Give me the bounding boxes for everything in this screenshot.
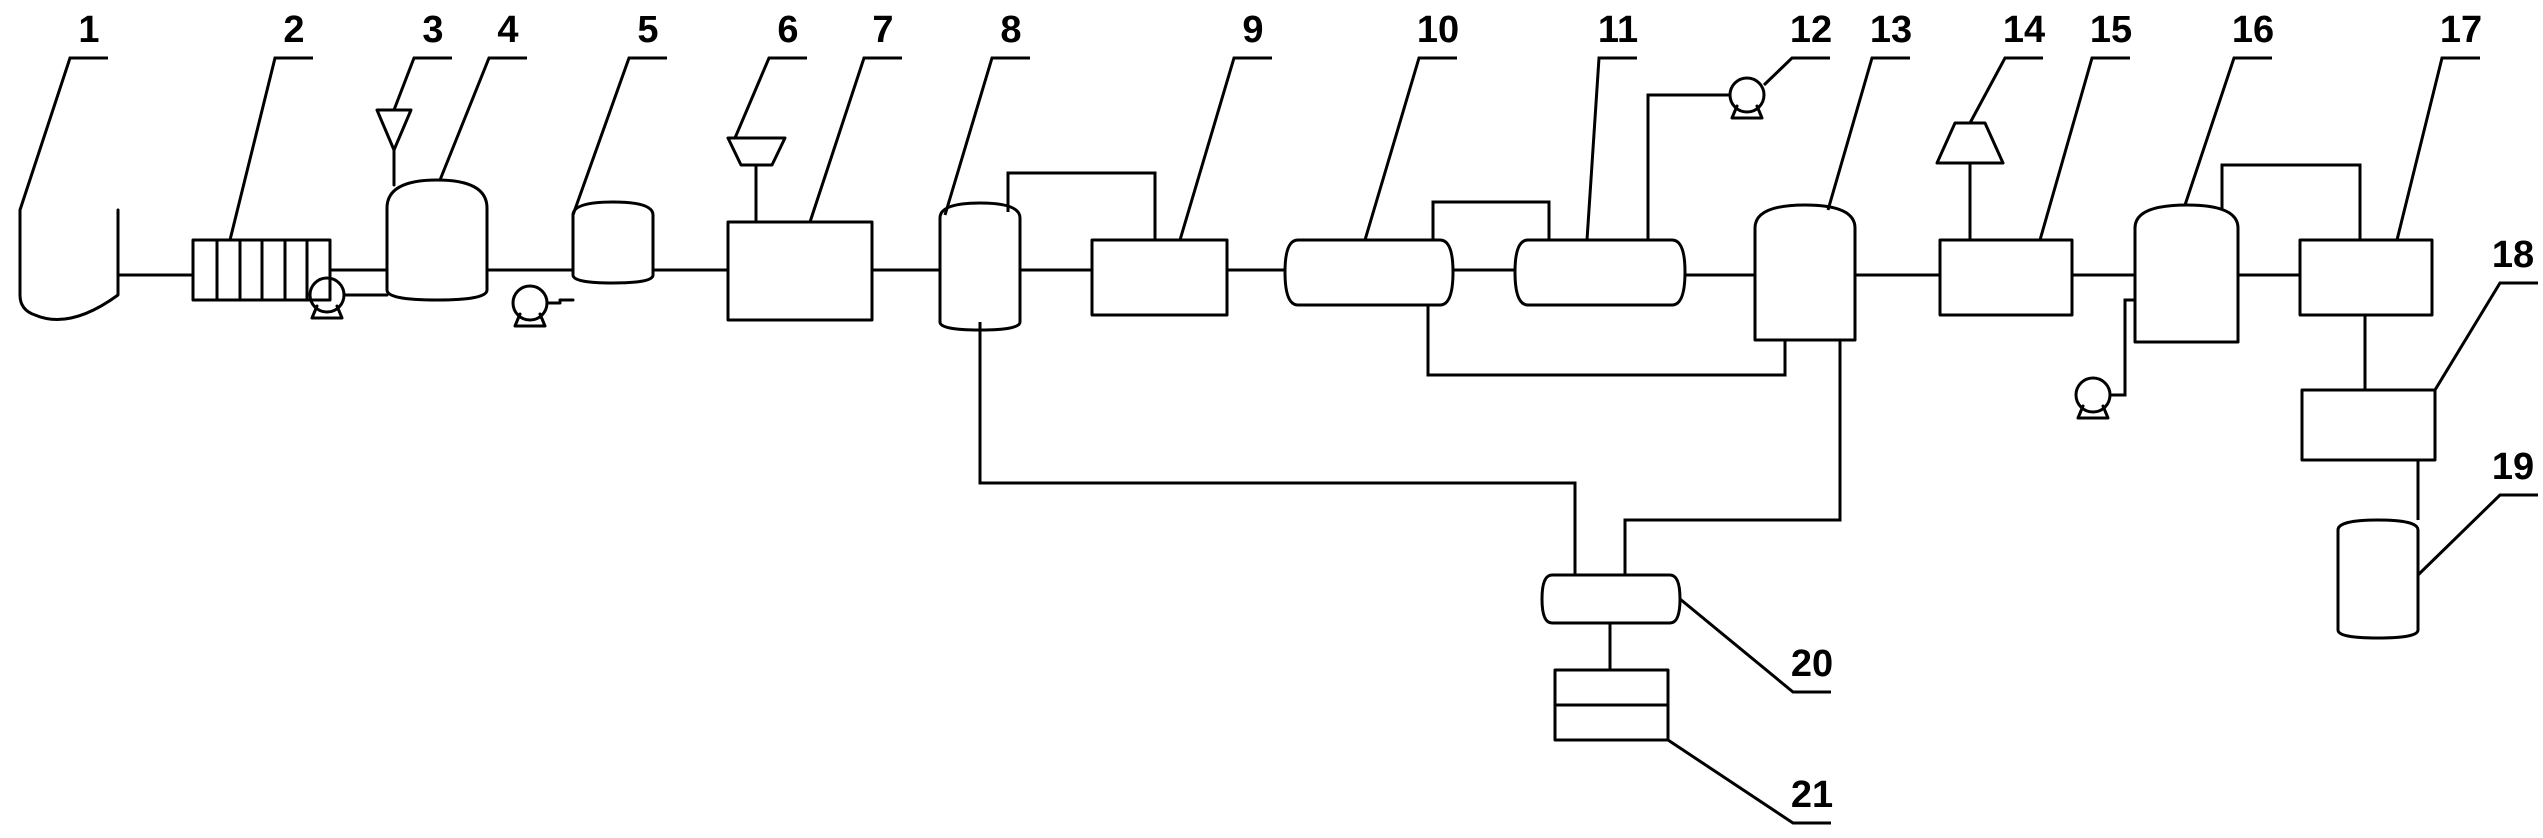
- pump-icon: [308, 276, 389, 320]
- open-storage-tank-1: [18, 208, 120, 321]
- part-number-label: 4: [497, 9, 518, 51]
- process-unit-18: [2300, 388, 2437, 462]
- vessel-4: [385, 178, 489, 302]
- pipe-13-10-return: [1426, 305, 1787, 377]
- part-number-label: 8: [1000, 9, 1021, 51]
- pump-icon: [2074, 376, 2112, 420]
- storage-tank-19: [2336, 518, 2420, 640]
- part-number-label: 14: [2003, 9, 2045, 51]
- part-number-label: 20: [1791, 643, 1833, 685]
- pipe-16-pump: [2110, 298, 2135, 397]
- part-number-label: 7: [872, 9, 893, 51]
- part-number-label: 9: [1242, 9, 1263, 51]
- pipe-11-12: [1646, 93, 1730, 240]
- pipe-8-20: [978, 322, 1577, 575]
- part-number-label: 18: [2492, 234, 2534, 276]
- part-labels: 1 2 3 4 5 6 7 8 9 10 11 12 13 14 15 16 1…: [78, 9, 2534, 816]
- vessel-13: [1753, 203, 1857, 342]
- part-number-label: 10: [1417, 9, 1459, 51]
- part-number-label: 15: [2090, 9, 2132, 51]
- pipe-8-9-bypass: [1006, 171, 1157, 240]
- equipment: [18, 76, 2437, 742]
- feed-hopper-6: [726, 136, 787, 224]
- horizontal-drum-20: [1540, 573, 1682, 625]
- part-number-label: 16: [2232, 9, 2274, 51]
- part-number-label: 21: [1791, 774, 1833, 816]
- part-number-label: 12: [1790, 9, 1832, 51]
- pipe-10-11-bypass: [1431, 200, 1551, 240]
- pump-icon: [511, 284, 575, 328]
- horizontal-drum-10: [1283, 238, 1455, 307]
- process-unit-15: [1938, 238, 2074, 317]
- part-number-label: 6: [777, 9, 798, 51]
- part-number-label: 3: [422, 9, 443, 51]
- process-unit-7: [726, 220, 874, 322]
- part-number-label: 19: [2492, 446, 2534, 488]
- part-number-label: 13: [1870, 9, 1912, 51]
- process-unit-17: [2298, 238, 2434, 317]
- leader-lines: [18, 56, 2538, 825]
- pipe-13-20: [1623, 340, 1842, 575]
- part-number-label: 11: [1598, 9, 1638, 51]
- pipelines: [118, 93, 2420, 670]
- layered-unit-21: [1553, 668, 1670, 742]
- pipe-16-17-bypass: [2220, 163, 2362, 240]
- vessel-8: [938, 201, 1022, 332]
- vessel-16: [2133, 203, 2240, 344]
- feed-funnel-3: [375, 108, 413, 187]
- tube-bundle-2: [191, 238, 332, 302]
- vessel-5: [571, 200, 655, 285]
- process-unit-9: [1090, 238, 1229, 317]
- part-number-label: 17: [2440, 9, 2482, 51]
- part-number-label: 1: [78, 9, 99, 51]
- feed-hopper-14: [1935, 121, 2005, 165]
- part-number-label: 2: [283, 9, 304, 51]
- pump-icon: [1728, 76, 1766, 120]
- horizontal-drum-11: [1513, 238, 1687, 307]
- part-number-label: 5: [637, 9, 658, 51]
